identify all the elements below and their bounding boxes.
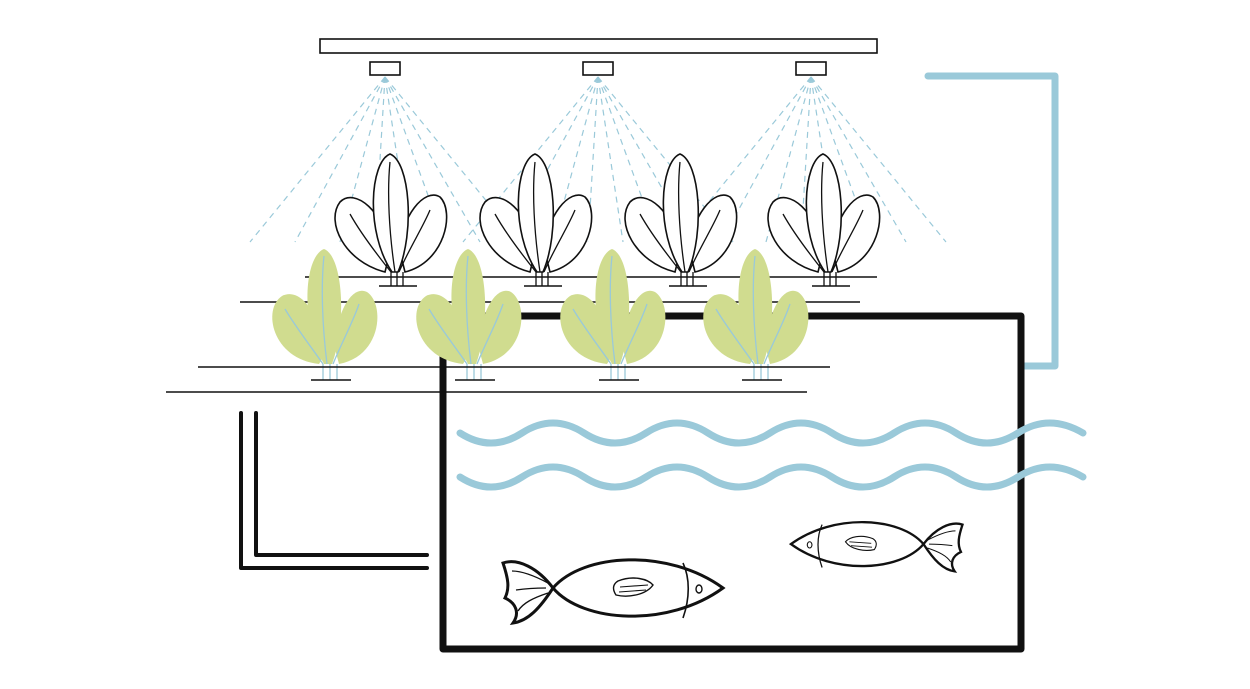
water-wave-icon — [456, 419, 1087, 447]
plant-icon — [624, 153, 738, 287]
plant-icon — [271, 248, 379, 381]
front-grow-shelf — [166, 366, 830, 393]
plant-icon — [334, 153, 448, 287]
water-wave-icon — [456, 463, 1087, 491]
grow-light-bar — [319, 38, 878, 54]
plant-icon — [479, 153, 593, 287]
grow-light-icon — [795, 61, 827, 76]
grow-light-3 — [675, 61, 947, 243]
grow-light-icon — [582, 61, 614, 76]
feed-pipe-icon — [239, 411, 429, 570]
grow-light-1 — [249, 61, 521, 243]
grow-light-2 — [462, 61, 734, 243]
grow-light-icon — [369, 61, 401, 76]
